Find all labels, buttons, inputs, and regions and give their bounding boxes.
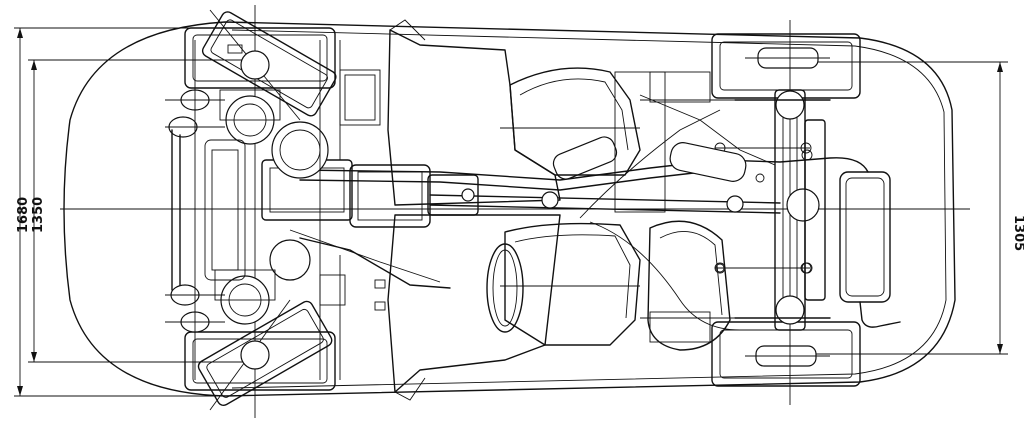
spare-wheel: [486, 243, 524, 333]
cabin-right-panel: [387, 214, 561, 393]
steering-linkage: [299, 237, 451, 289]
dimension-body-width: [14, 27, 220, 397]
dimension-rear-track: [790, 61, 1008, 355]
engine-gearbox: [261, 69, 479, 281]
body-inner-outline: [231, 29, 947, 389]
left-seat: [509, 67, 641, 176]
front-muffler: [669, 142, 747, 182]
body-outline: [63, 21, 956, 397]
exhaust-pipe: [299, 157, 869, 181]
dimension-label-1350: 1350: [31, 197, 46, 233]
dimension-label-1680: 1680: [16, 197, 31, 233]
dimension-label-1305: 1305: [1011, 215, 1024, 251]
right-seat: [504, 222, 641, 346]
front-right-suspension: [165, 269, 276, 370]
rear-silencer: [839, 171, 901, 328]
fuel-tank: [647, 220, 731, 351]
front-left-suspension: [165, 44, 281, 145]
cabin-left-panel: [387, 29, 561, 206]
front-right-wheel: [184, 300, 336, 407]
rear-left-wheel: [711, 33, 861, 99]
dimension-front-track: [28, 59, 250, 363]
front-left-wheel: [184, 11, 337, 117]
